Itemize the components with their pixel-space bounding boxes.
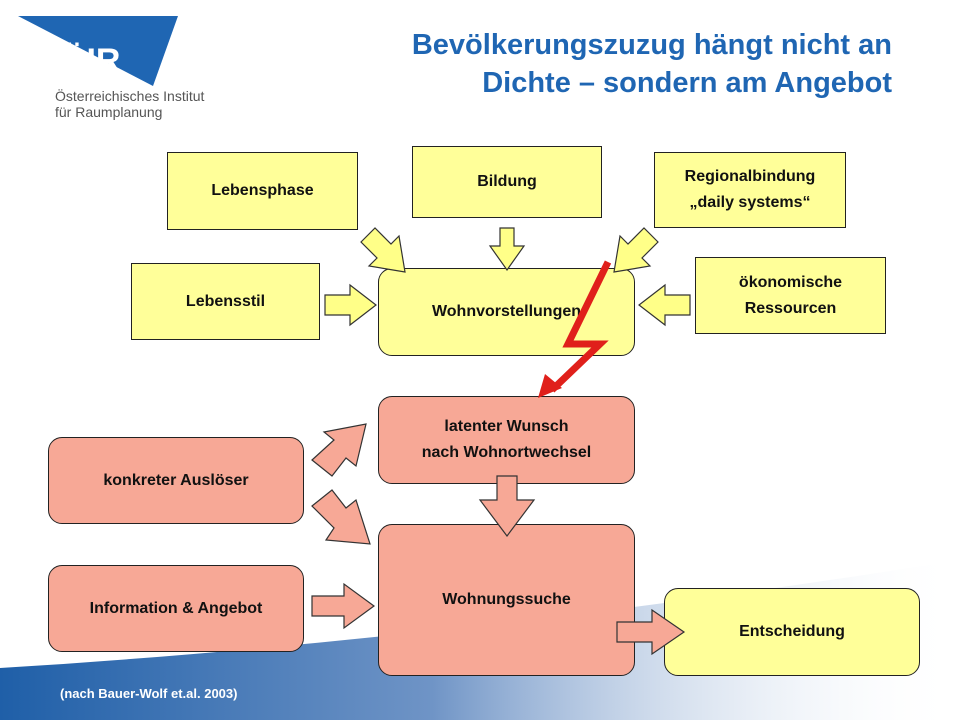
- factor-lebensphase: Lebensphase: [167, 152, 358, 230]
- factor-oekonomische-line1: ökonomische: [738, 273, 843, 291]
- logo-text: Österreichisches Institut für Raumplanun…: [55, 88, 204, 120]
- logo-line1: Österreichisches Institut: [55, 88, 205, 104]
- title-line2: Dichte – sondern am Angebot: [482, 67, 892, 99]
- factor-bildung-label: Bildung: [477, 173, 537, 190]
- factor-oekonomische-ressourcen: ökonomische Ressourcen: [695, 257, 886, 334]
- process-information-angebot: Information & Angebot: [48, 565, 304, 652]
- title-line1: Bevölkerungszuzug hängt nicht an: [411, 29, 892, 61]
- process-latenter-wunsch: latenter Wunsch nach Wohnortwechsel: [378, 396, 635, 484]
- process-latenter-wunsch-line2: nach Wohnortwechsel: [421, 444, 592, 461]
- process-entscheidung: Entscheidung: [664, 588, 920, 676]
- process-entscheidung-label: Entscheidung: [739, 623, 845, 640]
- process-information-angebot-label: Information & Angebot: [89, 599, 263, 617]
- central-wohnvorstellungen: Wohnvorstellungen: [378, 268, 635, 356]
- process-latenter-wunsch-line1: latenter Wunsch: [444, 418, 569, 435]
- process-wohnungssuche: Wohnungssuche: [378, 524, 635, 676]
- central-wohnvorstellungen-label: Wohnvorstellungen: [431, 303, 582, 320]
- page-title: Bevölkerungszuzug hängt nicht an Dichte …: [412, 26, 892, 102]
- factor-oekonomische-line2: Ressourcen: [744, 299, 837, 317]
- factor-lebensphase-label: Lebensphase: [211, 182, 314, 199]
- factor-regionalbindung-line1: Regionalbindung: [684, 168, 816, 185]
- oir-logo: ÖIR: [18, 16, 178, 86]
- source-caption: (nach Bauer-Wolf et.al. 2003): [60, 686, 238, 701]
- factor-lebensstil-label: Lebensstil: [185, 292, 266, 310]
- factor-bildung: Bildung: [412, 146, 602, 218]
- process-konkreter-ausloeser: konkreter Auslöser: [48, 437, 304, 524]
- process-konkreter-ausloeser-label: konkreter Auslöser: [103, 471, 249, 489]
- factor-regionalbindung: Regionalbindung „daily systems“: [654, 152, 846, 228]
- logo-mark: ÖIR: [60, 42, 120, 80]
- factor-lebensstil: Lebensstil: [131, 263, 320, 340]
- logo-line2: für Raumplanung: [55, 104, 163, 120]
- factor-regionalbindung-line2: „daily systems“: [689, 194, 811, 211]
- process-wohnungssuche-label: Wohnungssuche: [442, 591, 571, 608]
